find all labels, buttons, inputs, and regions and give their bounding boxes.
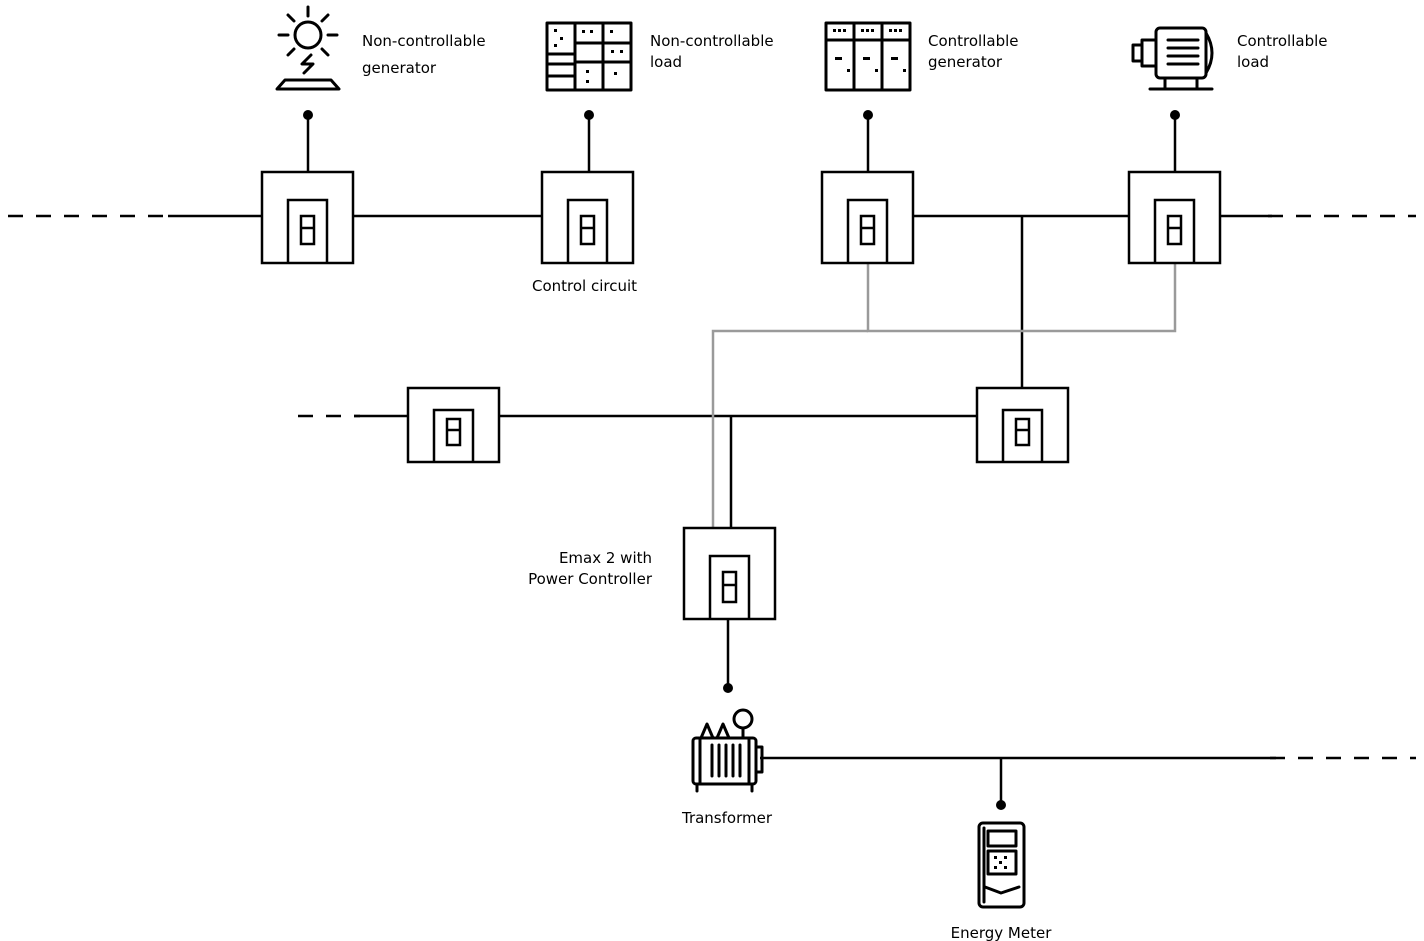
- label-emax-line1: Emax 2 with: [559, 549, 652, 567]
- label-non-controllable-load-line2: load: [650, 53, 682, 71]
- energy-meter-icon: [977, 821, 1026, 909]
- breaker-icon: [1014, 417, 1031, 447]
- label-controllable-load-line1: Controllable: [1237, 32, 1328, 50]
- label-controllable-load-line2: load: [1237, 53, 1269, 71]
- breaker-icon: [445, 417, 462, 447]
- breaker-controllable-load: [1127, 170, 1222, 265]
- breaker-non-controllable-generator: [260, 170, 355, 265]
- switchboard-icon: [545, 21, 633, 92]
- label-controllable-generator-line2: generator: [928, 53, 1003, 71]
- connection-dots: [303, 110, 1180, 810]
- solar-panel-icon: [275, 5, 341, 91]
- breaker-icon: [721, 570, 738, 604]
- breaker-controllable-generator: [820, 170, 915, 265]
- label-energy-meter: Energy Meter: [951, 924, 1053, 941]
- connection-dot: [863, 110, 873, 120]
- breaker-icon: [579, 214, 596, 246]
- breaker-control-circuit: [540, 170, 635, 265]
- breaker-icon: [299, 214, 316, 246]
- label-controllable-generator-line1: Controllable: [928, 32, 1019, 50]
- control-wiring: [711, 263, 1177, 528]
- breaker-emax: [682, 526, 777, 621]
- breaker-middle-left: [406, 386, 501, 464]
- connection-dot: [303, 110, 313, 120]
- motor-icon: [1131, 26, 1214, 91]
- connection-dot: [584, 110, 594, 120]
- power-wiring: [8, 115, 1416, 805]
- breaker-icon: [859, 214, 876, 246]
- label-non-controllable-load-line1: Non-controllable: [650, 32, 774, 50]
- transformer-icon: [691, 708, 764, 793]
- label-non-controllable-generator-line2: generator: [362, 59, 437, 77]
- connection-dot: [723, 683, 733, 693]
- breaker-icon: [1166, 214, 1183, 246]
- generator-cabinet-icon: [824, 21, 912, 92]
- breaker-middle-right: [975, 386, 1070, 464]
- label-non-controllable-generator-line1: Non-controllable: [362, 32, 486, 50]
- label-emax-line2: Power Controller: [528, 570, 653, 588]
- label-control-circuit: Control circuit: [532, 277, 637, 295]
- connection-dot: [996, 800, 1006, 810]
- label-transformer: Transformer: [681, 809, 773, 827]
- connection-dot: [1170, 110, 1180, 120]
